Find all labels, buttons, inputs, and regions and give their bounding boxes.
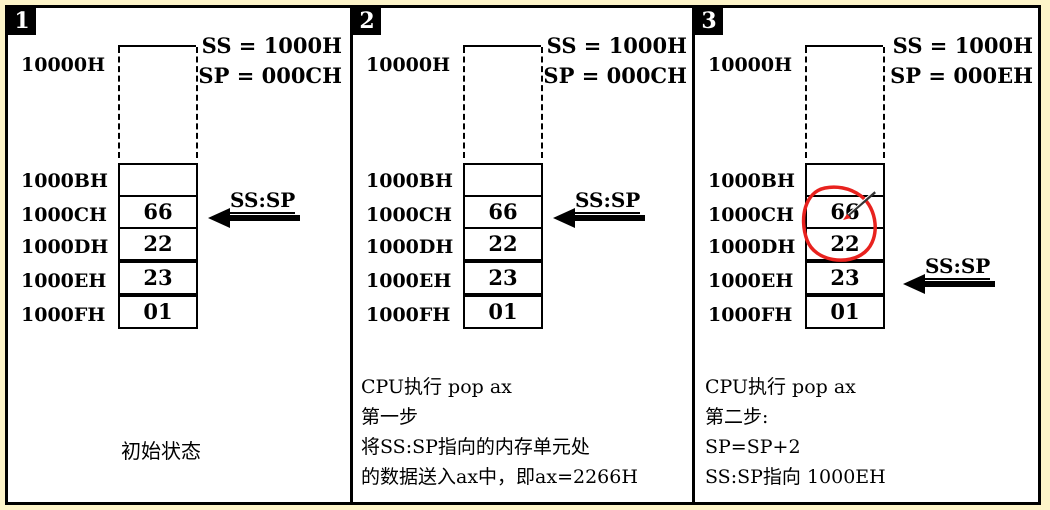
memory-cell: 01 <box>463 295 543 329</box>
arrow-left-icon <box>553 208 645 228</box>
stack-segment-outline <box>805 45 885 158</box>
stack-pointer-label: SS:SP <box>575 188 641 214</box>
panel-number: 3 <box>695 8 723 35</box>
cell-address: 1000BH <box>21 170 108 192</box>
red-circle-annotation <box>801 185 877 262</box>
arrow-left-icon <box>208 208 300 228</box>
stack-segment-outline <box>118 45 198 158</box>
cell-address: 1000CH <box>21 204 107 226</box>
memory-cell: 23 <box>805 261 885 295</box>
diagram-frame: 1 SS = 1000H SP = 000CH 10000H 1000BH 10… <box>5 5 1041 505</box>
panel-step-two: 3 SS = 1000H SP = 000EH 10000H 1000BH 10… <box>692 8 1041 502</box>
cell-address: 1000DH <box>708 236 796 258</box>
caption-line: 的数据送入ax中，即ax=2266H <box>361 466 638 488</box>
caption-line: 初始状态 <box>121 439 201 463</box>
cell-address: 1000BH <box>708 170 795 192</box>
caption-line: 第一步 <box>361 406 419 428</box>
sp-register-value: SP = 000CH <box>543 63 687 88</box>
memory-cell: 01 <box>118 295 198 329</box>
caption-line: CPU执行 pop ax <box>361 376 512 398</box>
ss-register-value: SS = 1000H <box>892 33 1033 58</box>
stack-top-address: 10000H <box>21 54 106 76</box>
stack-top-address: 10000H <box>366 54 451 76</box>
caption-line: SS:SP指向 1000EH <box>705 466 886 488</box>
sp-register-value: SP = 000EH <box>890 63 1033 88</box>
sp-register-value: SP = 000CH <box>198 63 342 88</box>
cell-address: 1000EH <box>708 270 794 292</box>
memory-cell: 66 <box>463 195 543 229</box>
cell-address: 1000CH <box>366 204 452 226</box>
cell-address: 1000EH <box>366 270 452 292</box>
stack-pointer-label: SS:SP <box>925 254 991 280</box>
memory-cell: 66 <box>118 195 198 229</box>
cell-address: 1000CH <box>708 204 794 226</box>
cell-address: 1000BH <box>366 170 453 192</box>
memory-cell: 01 <box>805 295 885 329</box>
cell-address: 1000DH <box>21 236 109 258</box>
stack-pointer-label: SS:SP <box>230 188 296 214</box>
panel-number: 2 <box>353 8 381 35</box>
memory-cell: 22 <box>463 227 543 261</box>
pencil-icon <box>843 190 876 220</box>
ss-register-value: SS = 1000H <box>201 33 342 58</box>
stack-segment-outline <box>463 45 543 158</box>
cell-address: 1000FH <box>366 304 451 326</box>
panel-step-one: 2 SS = 1000H SP = 000CH 10000H 1000BH 10… <box>350 8 695 502</box>
caption-line: 第二步: <box>705 406 769 428</box>
stack-top-address: 10000H <box>708 54 793 76</box>
cell-address: 1000DH <box>366 236 454 258</box>
panel-number: 1 <box>8 8 36 35</box>
caption-line: 将SS:SP指向的内存单元处 <box>361 436 590 458</box>
cell-address: 1000FH <box>21 304 106 326</box>
memory-cell <box>463 163 543 197</box>
memory-cell <box>118 163 198 197</box>
panel-initial-state: 1 SS = 1000H SP = 000CH 10000H 1000BH 10… <box>8 8 350 502</box>
memory-cell: 23 <box>463 261 543 295</box>
memory-cell: 23 <box>118 261 198 295</box>
memory-cell: 22 <box>118 227 198 261</box>
caption: CPU执行 pop ax 第一步将SS:SP指向的内存单元处的数据送入ax中，即a… <box>361 372 638 492</box>
ss-register-value: SS = 1000H <box>546 33 687 58</box>
cell-address: 1000EH <box>21 270 107 292</box>
arrow-left-icon <box>903 274 995 294</box>
cell-address: 1000FH <box>708 304 793 326</box>
caption-line: CPU执行 pop ax <box>705 376 856 398</box>
caption-line: SP=SP+2 <box>705 436 801 458</box>
